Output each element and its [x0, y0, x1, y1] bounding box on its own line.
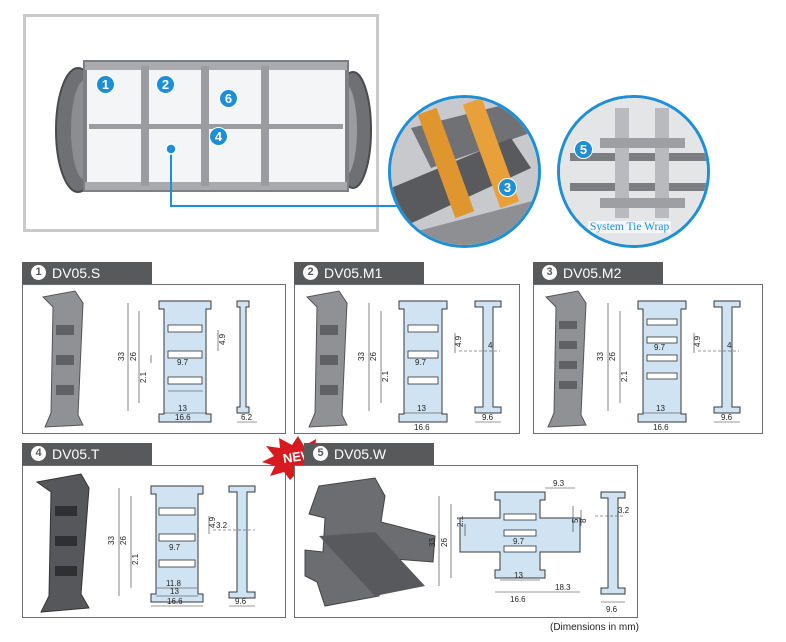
dim-small: 2.1: [456, 515, 465, 527]
dim-gap: 4: [727, 341, 732, 350]
dim-top: 9.3: [553, 479, 565, 488]
panel-number: 1: [31, 265, 46, 280]
dim-w-inner: 13: [170, 587, 179, 596]
dim-h-inner: 26: [440, 538, 449, 547]
dim-side-w: 9.6: [606, 605, 618, 614]
dim-mid: 9.7: [513, 537, 525, 546]
dv05t-drawing: 33 26 2.1 9.7 4.9 3.2 11.8 13 16.6 9.6: [35, 473, 256, 613]
dim-h-outer: 33: [596, 352, 605, 361]
dim-gap: 3.2: [216, 521, 228, 530]
panel-tab-dv05s: 1 DV05.S: [22, 262, 152, 284]
dim-h-outer: 33: [357, 352, 366, 361]
dim-w-side: 18.3: [555, 583, 571, 592]
panel-dv05w: 9.3 33 26 2.1 9.7 5 8 3.2 13 16.6 18.3 9…: [294, 465, 638, 618]
panel-title: DV05.S: [52, 265, 101, 281]
zoom-circle-2: 5 System Tie Wrap: [557, 95, 710, 248]
dim-w-inner: 13: [656, 404, 665, 413]
dim-r2: 8: [579, 518, 588, 523]
panel-tab-dv05m2: 3 DV05.M2: [533, 262, 663, 284]
panel-title: DV05.W: [334, 446, 387, 462]
dim-gap: 4: [488, 341, 493, 350]
dim-w-outer: 16.6: [653, 423, 669, 432]
frame-badge-4: 4: [209, 127, 228, 146]
dim-w-outer: 16.6: [167, 597, 183, 606]
chain-closeup-drawing: [391, 98, 538, 245]
dim-small: 2.1: [381, 370, 390, 382]
dim-side-w: 9.6: [482, 413, 494, 422]
dimensions-footnote: (Dimensions in mm): [550, 622, 639, 633]
dim-w-inner: 13: [417, 404, 426, 413]
dv05m2-drawing: 33 26 2.1 9.7 4.9 4 13 16.6 9.6: [544, 290, 741, 432]
panel-title: DV05.M2: [563, 265, 622, 281]
dim-h-outer: 33: [428, 538, 437, 547]
dim-right: 4.9: [454, 335, 463, 347]
panel-dv05m1: 33 26 2.1 9.7 4.9 4 13 16.6 9.6: [294, 284, 520, 434]
frame-badge-2: 2: [156, 75, 175, 94]
dim-mid: 9.7: [415, 358, 427, 367]
dim-mid: 9.7: [654, 343, 666, 352]
panel-tab-dv05m1: 2 DV05.M1: [294, 262, 424, 284]
zoom-badge-3: 3: [498, 178, 517, 197]
dim-small: 2.1: [139, 371, 148, 383]
panel-dv05s: 33 26 2.1 9.7 4.9 13 16.6 6.2: [22, 284, 286, 434]
panel-tab-dv05w: 5 DV05.W: [304, 443, 434, 465]
dim-w-small: 11.8: [166, 579, 182, 588]
panel-number: 2: [303, 265, 318, 280]
dim-w-inner: 13: [178, 404, 187, 413]
dv05m1-drawing: 33 26 2.1 9.7 4.9 4 13 16.6 9.6: [305, 290, 502, 432]
dim-mid: 9.7: [169, 543, 181, 552]
panel-tab-dv05t: 4 DV05.T: [22, 443, 152, 465]
dim-small: 2.1: [131, 553, 140, 565]
dim-side-w: 9.6: [721, 413, 733, 422]
dim-right: 4.9: [208, 516, 217, 528]
dim-mid: 9.7: [177, 358, 189, 367]
frame-illustration-box: 1 2 6 4: [23, 14, 425, 232]
frame-badge-1: 1: [96, 75, 115, 94]
dim-side-w: 6.2: [241, 413, 253, 422]
panel-title: DV05.T: [52, 446, 100, 462]
dim-h-inner: 26: [119, 536, 128, 545]
dim-side-w: 9.6: [235, 597, 247, 606]
dv05w-drawing: 9.3 33 26 2.1 9.7 5 8 3.2 13 16.6 18.3 9…: [304, 477, 630, 614]
dim-gap: 3.2: [618, 506, 630, 515]
dim-h-inner: 26: [129, 352, 138, 361]
panel-title: DV05.M1: [324, 265, 383, 281]
dim-h-outer: 33: [117, 352, 126, 361]
frame-badge-6: 6: [219, 89, 238, 108]
dim-right: 4.9: [218, 333, 227, 345]
tie-wrap-caption: System Tie Wrap: [588, 221, 672, 233]
dim-w-outer: 16.6: [175, 413, 191, 422]
dim-h-outer: 33: [107, 536, 116, 545]
dv05s-drawing: 33 26 2.1 9.7 4.9 13 16.6 6.2: [41, 290, 257, 428]
separator-frame-drawing: [55, 60, 425, 207]
panel-number: 4: [31, 446, 46, 461]
dim-small: 2.1: [620, 370, 629, 382]
dim-w-inner: 13: [514, 571, 523, 580]
dim-h-inner: 26: [369, 352, 378, 361]
dim-w-outer: 16.6: [414, 423, 430, 432]
tie-wrap-closeup-drawing: [560, 98, 707, 245]
panel-dv05m2: 33 26 2.1 9.7 4.9 4 13 16.6 9.6: [533, 284, 763, 434]
dim-r1: 5: [571, 518, 580, 523]
dim-w-outer: 16.6: [510, 595, 526, 604]
panel-number: 3: [542, 265, 557, 280]
panel-dv05t: 33 26 2.1 9.7 4.9 3.2 11.8 13 16.6 9.6: [22, 465, 286, 618]
dim-h-inner: 26: [608, 352, 617, 361]
dim-right: 4.9: [693, 335, 702, 347]
panel-number: 5: [313, 446, 328, 461]
zoom-circle-1: 3: [388, 95, 541, 248]
zoom-badge-5: 5: [574, 140, 593, 159]
